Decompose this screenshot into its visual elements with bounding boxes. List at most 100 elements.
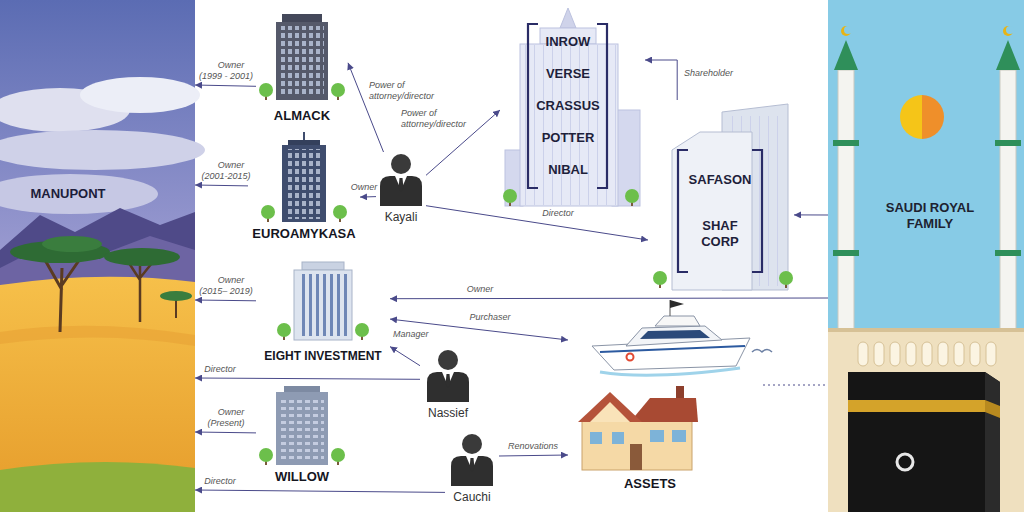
- inrow-tower: [560, 8, 576, 28]
- inrow-tower: [528, 24, 607, 188]
- saudi-scene: [970, 342, 980, 366]
- node-label: Nassief: [420, 405, 476, 421]
- node-label: INROW: [528, 34, 608, 50]
- node-label: ASSETS: [610, 476, 690, 492]
- safason-towers: [678, 150, 762, 272]
- eight-investment-building: [298, 274, 348, 336]
- company-tower-group: SAFASON SHAF CORP: [648, 100, 794, 290]
- person-icon: [462, 434, 482, 454]
- saudi-scene: [858, 342, 868, 366]
- willow-building: [259, 448, 273, 462]
- node-label: Kayali: [376, 209, 426, 225]
- manupont-landscape: [0, 0, 195, 512]
- node-label: SHAF CORP: [685, 218, 755, 250]
- assets-illustration: [590, 432, 602, 444]
- person-icon: [380, 176, 422, 206]
- saudi-scene: [922, 95, 944, 139]
- willow-building: [331, 448, 345, 462]
- inrow-tower: [503, 189, 517, 203]
- saudi-scene: [985, 400, 1000, 418]
- saudi-scene: [858, 342, 996, 366]
- node-label: EUROAMYKASA: [248, 226, 360, 242]
- saudi-scene: [1006, 26, 1014, 34]
- assets-illustration: [590, 402, 630, 422]
- euroamykasa-building: [261, 205, 275, 219]
- connector-arrow: [195, 300, 256, 302]
- inrow-tower: [625, 189, 639, 203]
- connector-arrow: [390, 347, 420, 366]
- manupont-landscape: [0, 277, 195, 512]
- node-label: SAUDI ROYAL FAMILY: [875, 200, 985, 232]
- saudi-scene: [841, 26, 851, 36]
- connector-arrow: [195, 85, 256, 86]
- company-building: ALMACK: [256, 12, 348, 126]
- connector-arrow: [195, 490, 445, 492]
- manupont-landscape: [104, 248, 180, 266]
- saudi-scene: [995, 140, 1021, 146]
- connector-label: Owner (2001-2015): [196, 160, 256, 182]
- connector-label: Owner (Present): [196, 407, 256, 429]
- saudi-scene: [828, 330, 1024, 512]
- assets-illustration: [752, 350, 772, 353]
- connector-arrow: [360, 196, 376, 198]
- saudi-scene: [874, 342, 884, 366]
- eight-investment-building: [277, 262, 369, 340]
- saudi-scene: [900, 95, 922, 139]
- assets-illustration: [640, 330, 710, 339]
- inrow-tower: [521, 45, 617, 205]
- assets-illustration: [676, 386, 684, 400]
- manupont-landscape: [127, 258, 156, 322]
- euroamykasa-building: [282, 145, 326, 222]
- almack-building: [280, 26, 324, 96]
- assets-illustration: [650, 430, 664, 442]
- assets-illustration: [578, 300, 772, 470]
- saudi-scene: [844, 26, 852, 34]
- euroamykasa-building: [261, 132, 347, 222]
- saudi-scene: [828, 328, 1024, 332]
- person-figure: Kayali: [376, 152, 426, 227]
- connector-arrow: [794, 214, 828, 215]
- safason-towers: [779, 271, 793, 285]
- assets-illustration: [630, 444, 642, 470]
- manupont-landscape: [80, 77, 200, 113]
- node-label: POTTER: [528, 130, 608, 146]
- almack-building: [259, 14, 345, 100]
- almack-building: [331, 83, 345, 97]
- inrow-tower: [520, 44, 618, 206]
- assets-illustration: [670, 300, 684, 308]
- company-building: WILLOW: [256, 385, 348, 487]
- saudi-scene: [848, 400, 985, 412]
- person-icon: [427, 372, 469, 402]
- saudi-scene: [890, 342, 900, 366]
- connector-arrow: [763, 385, 828, 386]
- saudi-scene: [848, 372, 1000, 512]
- node-label: SAFASON: [683, 172, 757, 188]
- person-figure: Cauchi: [445, 432, 499, 507]
- node-label: CRASSUS: [528, 98, 608, 114]
- node-label: WILLOW: [256, 469, 348, 485]
- node-label: NIBAL: [528, 162, 608, 178]
- manupont-landscape: [0, 130, 205, 170]
- connector-label: Director: [198, 476, 242, 487]
- connector-arrow: [499, 455, 568, 456]
- assets-illustration: [655, 316, 700, 326]
- node-label: ALMACK: [256, 108, 348, 124]
- manupont-landscape: [0, 0, 205, 512]
- saudi-scene: [954, 342, 964, 366]
- willow-building: [259, 386, 345, 465]
- willow-building: [276, 392, 328, 465]
- connector-arrow: [348, 63, 384, 152]
- saudi-scene: [834, 40, 858, 70]
- almack-building: [276, 22, 328, 100]
- manupont-landscape: [42, 236, 102, 252]
- saudi-scene: [828, 0, 1024, 512]
- saudi-scene: [995, 250, 1021, 256]
- assets-illustration: [627, 354, 634, 361]
- connector-label: Owner: [462, 284, 498, 295]
- person-figure: Nassief: [420, 348, 476, 423]
- assets-illustration: [600, 346, 745, 352]
- connector-label: Owner (2015– 2019): [196, 275, 256, 297]
